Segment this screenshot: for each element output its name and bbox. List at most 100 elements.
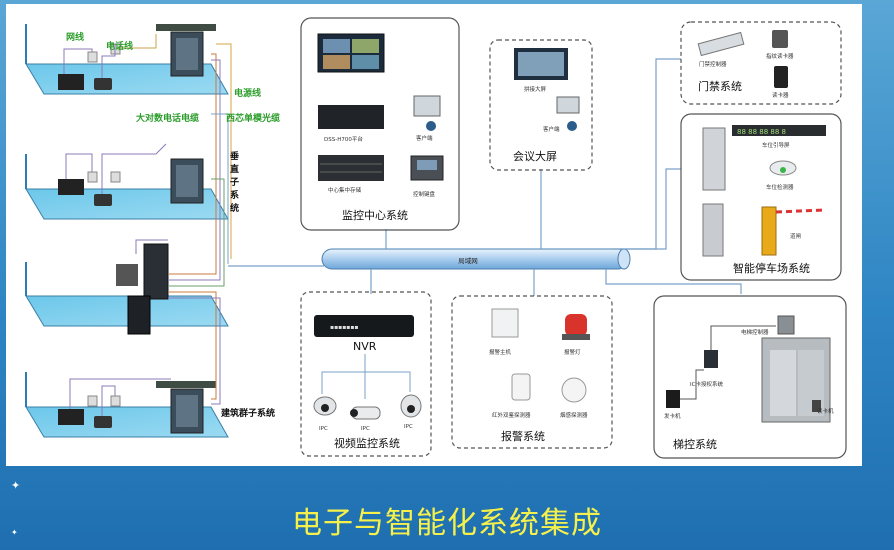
floor-4-equipment (58, 24, 216, 90)
ic-auth-label: IC卡授权系统 (690, 380, 723, 388)
svg-text:▪▪▪▪▪▪▪: ▪▪▪▪▪▪▪ (330, 324, 358, 331)
smoke-detector-label: 烟感探测器 (560, 411, 588, 419)
phone-icon (94, 194, 112, 206)
svg-text:统: 统 (230, 202, 239, 214)
label-network-cable: 网线 (66, 31, 84, 43)
core-equipment (116, 243, 169, 335)
sparkle-icon: ✦ (11, 479, 21, 492)
phone-icon (94, 416, 112, 428)
riser-cables (135, 43, 324, 405)
nvr-device (314, 315, 414, 337)
svg-text:88 88 88 88 8: 88 88 88 88 8 (737, 128, 786, 136)
infrared-detector (511, 373, 531, 401)
svg-text:直: 直 (230, 163, 239, 175)
floor-1-equipment (58, 378, 216, 434)
infrared-detector-label: 红外双鉴探测器 (492, 411, 531, 419)
svg-text:垂: 垂 (230, 150, 239, 162)
ipc-label: IPC (404, 424, 413, 430)
wall-outlet (110, 395, 121, 407)
label-telephone-trunk-cable: 大对数电话电缆 (136, 112, 199, 124)
alarm-host-label: 报警主机 (489, 348, 512, 356)
client-label: 客户端 (416, 134, 433, 142)
system-diagram: 网线 电话线 电源线 大对数电话电缆 西芯单模光缆 垂 直 子 系 统 建筑群子… (25, 17, 847, 459)
fingerprint-reader (772, 30, 788, 48)
conference-screen-system: 拼接大屏 客户端 会议大屏 (489, 39, 593, 171)
barrier-gate-label: 道闸 (790, 232, 801, 240)
card-issuer (666, 390, 680, 408)
elevator-control-system: 电梯控制器 IC卡授权系统 发卡机 读卡机 梯控系统 (653, 295, 847, 459)
guidance-display (732, 125, 826, 136)
video-title: 视频监控系统 (334, 436, 400, 450)
sparkle-icon: ✦ (11, 528, 18, 537)
lan-backbone: 局域网 (321, 58, 742, 296)
alarm-host (491, 308, 519, 338)
client-label: 客户端 (543, 125, 560, 133)
switch-device (156, 24, 216, 31)
label-phone-line: 电话线 (106, 40, 133, 52)
elevator-reader-label: 读卡机 (817, 407, 834, 415)
barrier-gate (761, 206, 777, 256)
elevator-controller (777, 315, 795, 335)
svg-text:系: 系 (230, 189, 239, 201)
monitor-center-system: DSS-H700平台 中心集中存储 客户端 控制键盘 监控中心系统 (300, 17, 460, 231)
access-control-system: 门禁控制器 指纹读卡器 读卡器 门禁系统 (680, 21, 842, 105)
elevator-card-reader (812, 400, 821, 412)
dss-platform-label: DSS-H700平台 (324, 135, 363, 143)
alarm-system: 报警主机 报警灯 红外双鉴探测器 烟感探测器 报警系统 (451, 295, 613, 449)
keyboard-label: 控制键盘 (413, 190, 436, 198)
alarm-light-label: 报警灯 (564, 348, 581, 356)
phone-icon (94, 78, 112, 90)
building-section: 网线 电话线 电源线 大对数电话电缆 西芯单模光缆 垂 直 子 系 统 建筑群子… (25, 24, 324, 438)
card-reader (774, 66, 788, 88)
dss-server (318, 105, 384, 129)
svg-text:子: 子 (230, 177, 239, 188)
page-caption: 电子与智能化系统集成 (292, 506, 602, 541)
alarm-light (565, 314, 587, 336)
alarm-title: 报警系统 (501, 429, 545, 443)
floor-3-equipment (58, 143, 204, 206)
parking-system: 88 88 88 88 8 车位引导屏 车位检测器 道闸 智能停车场系统 (680, 113, 842, 281)
ipc-label: IPC (319, 426, 328, 432)
access-control-title: 门禁系统 (698, 79, 742, 93)
access-controller (697, 31, 745, 57)
label-power-line: 电源线 (234, 87, 261, 99)
server-monitor (116, 264, 138, 286)
ic-auth-terminal (704, 350, 718, 368)
switch-device (156, 381, 216, 388)
card-issuer-label: 发卡机 (664, 412, 681, 420)
space-detector-label: 车位检测器 (766, 183, 794, 191)
elevator-controller-label: 电梯控制器 (741, 328, 769, 336)
riser-label: 垂 直 子 系 统 (230, 150, 239, 214)
guidance-display-label: 车位引导屏 (762, 141, 790, 149)
conference-title: 会议大屏 (513, 149, 557, 163)
parking-title: 智能停车场系统 (733, 261, 810, 275)
parking-kiosk (702, 127, 726, 191)
monitor-center-title: 监控中心系统 (342, 208, 408, 222)
client-computer (556, 96, 580, 114)
nvr-label: NVR (353, 340, 377, 353)
storage-label: 中心集中存储 (328, 186, 362, 194)
fingerprint-reader-label: 指纹读卡器 (766, 52, 794, 60)
elevator-title: 梯控系统 (673, 437, 717, 451)
wall-outlet (110, 171, 121, 183)
client-computer (413, 95, 441, 117)
wall-outlet (87, 395, 98, 407)
label-campus-subsystem: 建筑群子系统 (221, 407, 275, 419)
server-tower (127, 295, 151, 335)
ticket-machine (702, 203, 724, 257)
access-controller-label: 门禁控制器 (699, 60, 727, 68)
ipc-label: IPC (361, 426, 370, 432)
wall-outlet (87, 51, 98, 63)
storage-array (318, 155, 384, 181)
label-fiber-cable: 西芯单模光缆 (226, 112, 280, 124)
diagram-panel: 网线 电话线 电源线 大对数电话电缆 西芯单模光缆 垂 直 子 系 统 建筑群子… (6, 4, 862, 466)
floor-plate (25, 295, 229, 327)
smoke-detector (561, 377, 587, 403)
card-reader-label: 读卡器 (772, 91, 789, 99)
core-rack (143, 243, 169, 300)
laptop-icon (58, 74, 84, 90)
lan-label: 局域网 (458, 256, 478, 265)
video-surveillance-system: ▪▪▪▪▪▪▪ NVR IPC IPC IPC 视频监控系统 (300, 291, 432, 457)
wall-outlet (87, 171, 98, 183)
laptop-icon (58, 409, 84, 425)
